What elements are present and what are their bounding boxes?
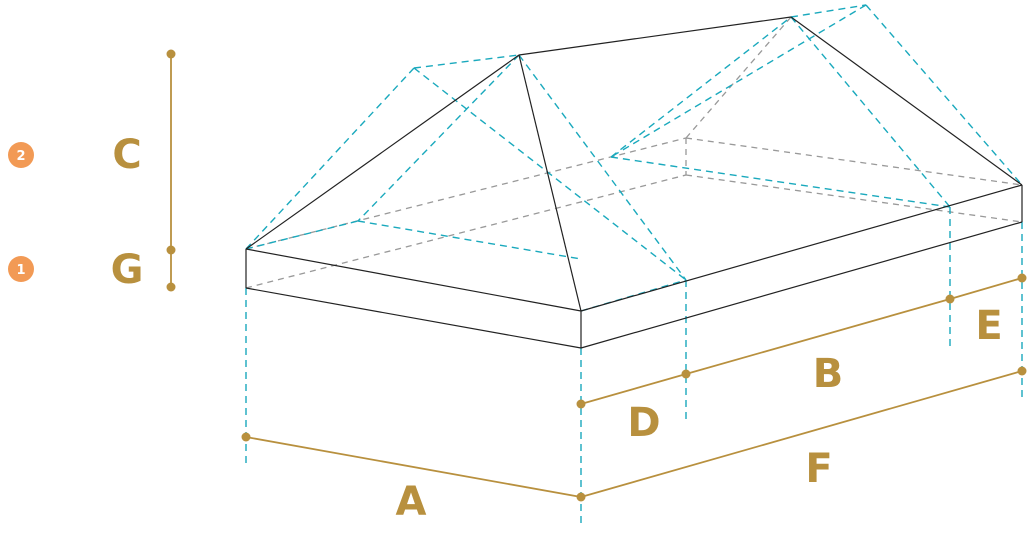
label-g: G	[111, 247, 144, 293]
projection-line	[413, 54, 520, 69]
projection-line	[357, 220, 582, 260]
label-b: B	[813, 351, 844, 397]
outline-edge	[580, 184, 1023, 312]
badge-number: 1	[16, 263, 25, 278]
dimension-dot	[166, 49, 176, 59]
projection-line	[245, 67, 415, 250]
projection-line	[357, 54, 520, 222]
projection-line	[790, 4, 867, 18]
dimension-dot	[576, 492, 586, 502]
projection-line	[865, 4, 1023, 186]
badge-circle	[8, 256, 34, 282]
hidden-edge	[685, 16, 792, 139]
label-a: A	[396, 479, 427, 525]
hidden-edge	[685, 174, 1023, 223]
dimension-dot	[945, 294, 955, 304]
dimension-line-d	[580, 373, 687, 405]
dimension-dot	[681, 369, 691, 379]
label-f: F	[805, 446, 832, 492]
dimension-line-a	[245, 436, 582, 498]
hip-edge	[518, 54, 582, 312]
badge-number: 2	[16, 149, 25, 164]
dimension-lines	[170, 54, 1023, 498]
projection-line	[245, 220, 359, 250]
hidden-edges	[245, 16, 1023, 289]
outline-edge	[245, 248, 582, 312]
dimension-dot	[1017, 366, 1027, 376]
label-e: E	[975, 303, 1002, 349]
dimension-dot	[1017, 273, 1027, 283]
hip-edge	[790, 16, 1023, 186]
badge-two: 2	[8, 142, 34, 168]
dimension-line-b	[685, 298, 951, 375]
hidden-edge	[245, 174, 687, 289]
dimension-dot	[241, 432, 251, 442]
dimension-line-f	[580, 370, 1023, 498]
dimension-dot	[166, 245, 176, 255]
dimension-endpoints	[166, 49, 1027, 502]
projection-line	[518, 54, 687, 281]
projection-line	[413, 67, 687, 281]
projection-line	[610, 16, 792, 158]
badge-one: 1	[8, 256, 34, 282]
projection-line	[610, 156, 951, 208]
projection-lines	[245, 4, 1023, 525]
outline-edge	[245, 287, 582, 349]
roof-outline	[245, 16, 1023, 349]
projection-line	[610, 4, 867, 158]
outline-edge	[580, 221, 1023, 349]
dimension-labels: A B C D E F G	[111, 132, 1003, 525]
projection-line	[790, 16, 951, 208]
dimension-line-e	[949, 277, 1023, 300]
label-d: D	[627, 400, 660, 446]
hidden-edge	[245, 137, 687, 250]
label-c: C	[112, 132, 141, 178]
badge-circle	[8, 142, 34, 168]
dimension-dot	[576, 399, 586, 409]
hip-edge	[245, 54, 520, 250]
dimension-dot	[166, 282, 176, 292]
hidden-edge	[685, 137, 1023, 186]
ridge-line	[518, 16, 792, 56]
